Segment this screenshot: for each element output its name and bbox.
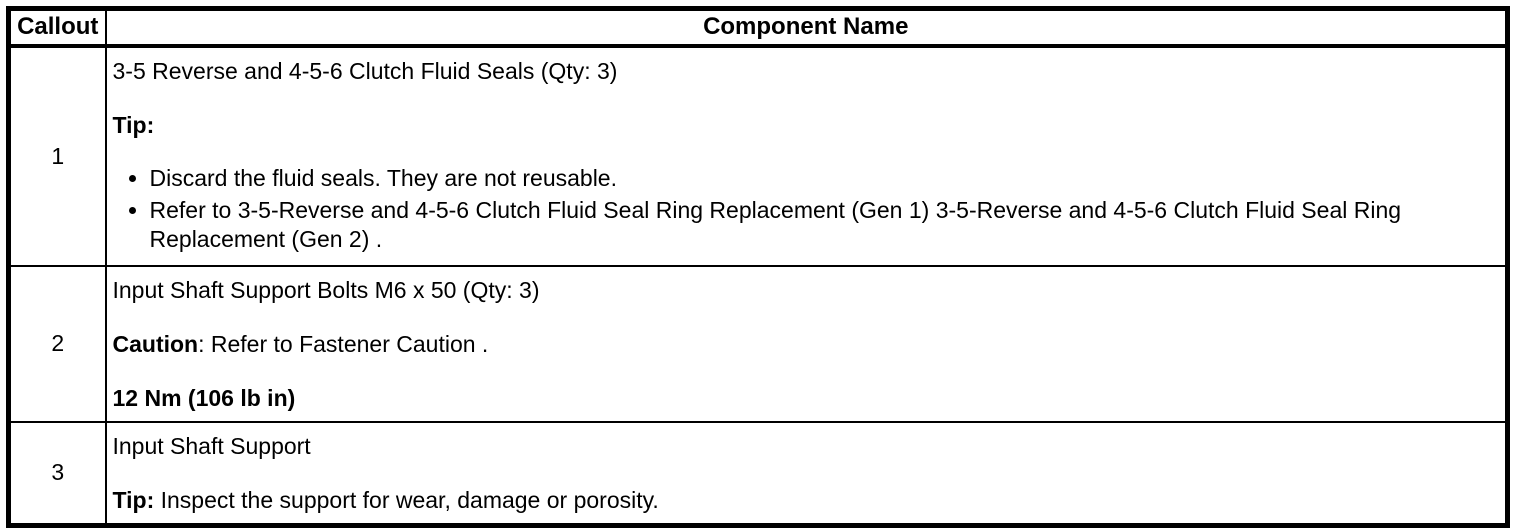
tip-label: Tip: xyxy=(112,111,155,138)
header-row: Callout Component Name xyxy=(7,7,1509,48)
callout-column-header: Callout xyxy=(7,7,107,48)
caution-label: Caution xyxy=(112,330,199,357)
component-name-column-header: Component Name xyxy=(104,7,1509,48)
tip-note: Tip: Inspect the support for wear, damag… xyxy=(113,485,1476,515)
callout-number: 2 xyxy=(7,264,107,423)
table-row: 2 Input Shaft Support Bolts M6 x 50 (Qty… xyxy=(7,264,1509,423)
table-row: 3 Input Shaft Support Tip: Inspect the s… xyxy=(7,420,1509,526)
torque-spec: 12 Nm (106 lb in) xyxy=(112,384,296,411)
caution-note: Caution: Refer to Fastener Caution . xyxy=(113,329,1476,359)
callout-number: 3 xyxy=(7,420,107,526)
component-description-cell: Input Shaft Support Bolts M6 x 50 (Qty: … xyxy=(104,264,1509,423)
tip-bullet-item: Discard the fluid seals. They are not re… xyxy=(150,164,1476,193)
tip-bullet-item: Refer to 3-5-Reverse and 4-5-6 Clutch Fl… xyxy=(150,196,1476,254)
tip-bullet-list: Discard the fluid seals. They are not re… xyxy=(113,164,1476,254)
component-description-cell: Input Shaft Support Tip: Inspect the sup… xyxy=(104,420,1509,526)
caution-text: : Refer to Fastener Caution . xyxy=(198,330,489,357)
component-title: 3-5 Reverse and 4-5-6 Clutch Fluid Seals… xyxy=(112,57,618,84)
table-row: 1 3-5 Reverse and 4-5-6 Clutch Fluid Sea… xyxy=(7,44,1509,267)
table-header: Callout Component Name xyxy=(7,7,1509,48)
component-title: Input Shaft Support Bolts M6 x 50 (Qty: … xyxy=(112,276,540,303)
tip-text: Inspect the support for wear, damage or … xyxy=(154,486,659,513)
callout-number: 1 xyxy=(7,44,107,267)
component-callout-table: Callout Component Name 1 3-5 Reverse and… xyxy=(6,6,1510,528)
tip-label: Tip: xyxy=(112,486,155,513)
component-description-cell: 3-5 Reverse and 4-5-6 Clutch Fluid Seals… xyxy=(104,44,1509,267)
component-title: Input Shaft Support xyxy=(112,432,311,459)
